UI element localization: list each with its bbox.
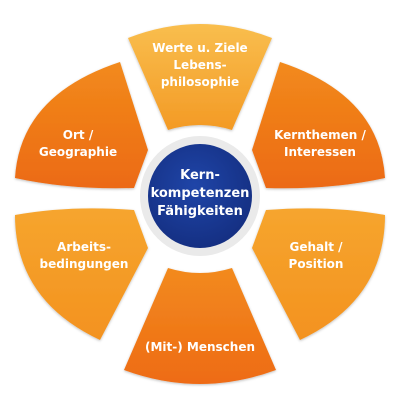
petal-upper-left: Ort / Geographie	[15, 62, 148, 189]
petal-bottom-label: (Mit-) Menschen	[145, 340, 255, 354]
petal-label-line: Position	[289, 257, 344, 271]
petal-label-line: Lebens-	[173, 58, 226, 72]
petal-lower-right: Gehalt / Position	[252, 208, 385, 340]
petal-upper-right-label: Kernthemen / Interessen	[274, 128, 366, 159]
center-label-line: Fähigkeiten	[157, 204, 243, 219]
petal-upper-left-shape	[15, 62, 148, 189]
petal-lower-right-label: Gehalt / Position	[289, 240, 344, 271]
center-circle	[148, 144, 252, 248]
petal-label-line: Geographie	[39, 145, 117, 159]
petal-lower-left: Arbeits-bedingungen	[15, 208, 148, 340]
petal-lower-left-label: Arbeits-bedingungen	[40, 240, 129, 271]
center-label-line: kompetenzen	[151, 186, 250, 201]
petal-upper-right: Kernthemen / Interessen	[252, 62, 385, 189]
petal-upper-left-label: Ort / Geographie	[39, 128, 117, 159]
petal-label-line: Arbeits-	[57, 240, 111, 254]
petal-bottom-shape	[124, 268, 276, 384]
petal-label-line: Kernthemen /	[274, 128, 366, 142]
center-label-line: Kern-	[180, 168, 220, 183]
petal-lower-right-shape	[252, 208, 385, 340]
petal-label-line: Werte u. Ziele	[152, 41, 247, 55]
petal-bottom: (Mit-) Menschen	[124, 268, 276, 384]
petal-label-line: philosophie	[161, 75, 239, 89]
petal-upper-right-shape	[252, 62, 385, 189]
petal-label-line: bedingungen	[40, 257, 129, 271]
petal-top-shape	[128, 24, 272, 130]
petal-label-line: (Mit-) Menschen	[145, 340, 255, 354]
petal-lower-left-shape	[15, 208, 148, 340]
petal-label-line: Ort /	[63, 128, 94, 142]
petal-label-line: Interessen	[284, 145, 356, 159]
petal-label-line: Gehalt /	[289, 240, 343, 254]
